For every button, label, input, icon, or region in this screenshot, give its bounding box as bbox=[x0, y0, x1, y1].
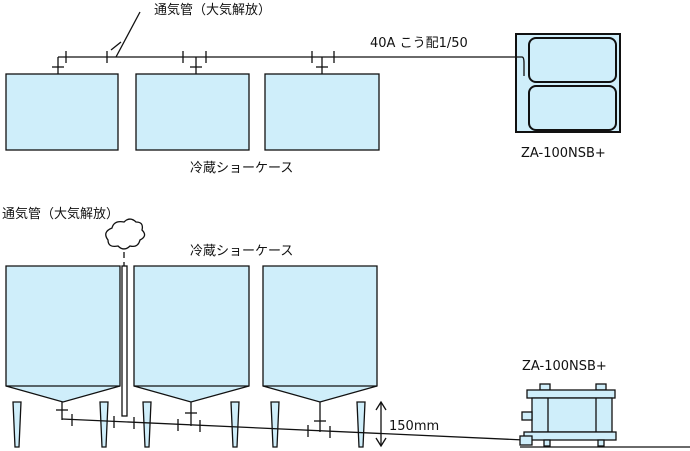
top-view bbox=[5, 11, 621, 151]
side-unit bbox=[519, 383, 617, 447]
side-view bbox=[5, 218, 690, 448]
vent-cloud-icon bbox=[105, 218, 146, 250]
side-case-3 bbox=[262, 265, 378, 448]
side-case-2 bbox=[133, 265, 250, 448]
top-vent-mark bbox=[110, 41, 122, 51]
top-pipe-label: 40A こう配1/50 bbox=[370, 36, 468, 51]
top-case-2 bbox=[135, 73, 250, 151]
side-unit-label: ZA-100NSB+ bbox=[522, 359, 607, 374]
vent-riser bbox=[121, 265, 128, 417]
side-height-label: 150mm bbox=[389, 419, 439, 434]
side-cases-label: 冷蔵ショーケース bbox=[190, 244, 293, 259]
top-joint-marks bbox=[65, 51, 335, 63]
top-unit bbox=[515, 33, 621, 133]
top-cases-label: 冷蔵ショーケース bbox=[190, 161, 293, 176]
side-vent-label: 通気管（大気解放） bbox=[2, 206, 119, 222]
top-unit-label: ZA-100NSB+ bbox=[521, 146, 606, 161]
top-vent-leader bbox=[115, 11, 141, 58]
top-vent-label: 通気管（大気解放） bbox=[154, 2, 271, 18]
side-case-1 bbox=[5, 265, 121, 448]
side-drop-pipes bbox=[56, 402, 326, 432]
top-case-3 bbox=[264, 73, 380, 151]
side-joint-marks bbox=[71, 414, 331, 438]
height-dimension bbox=[375, 400, 387, 448]
top-drop-pipes bbox=[52, 57, 328, 74]
top-case-1 bbox=[5, 73, 119, 151]
side-drain-pipe bbox=[61, 418, 525, 441]
